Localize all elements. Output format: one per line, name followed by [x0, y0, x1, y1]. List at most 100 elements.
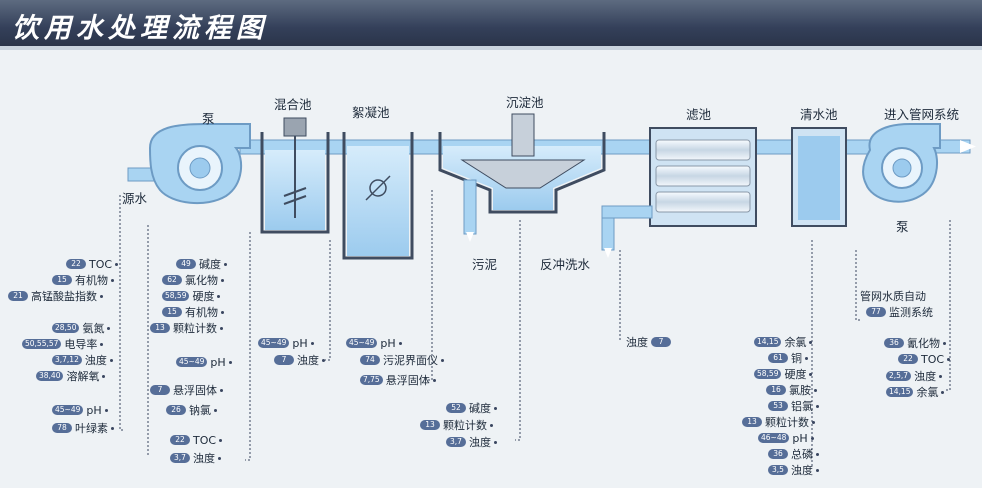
connector-dot [494, 440, 497, 444]
param-label: 铜 [791, 352, 802, 365]
connector-dot [214, 408, 217, 412]
param-badge: 22 [898, 354, 918, 364]
connector-dot [228, 360, 232, 364]
stage-label-sedimentation: 沉淀池 [506, 95, 544, 110]
connector-dot [100, 342, 104, 346]
connector-dot [102, 374, 106, 378]
param-label: 氯胺 [789, 384, 811, 397]
connector-dot [107, 326, 111, 330]
connector-dot [111, 278, 114, 282]
param-badge: 58,59 [754, 369, 782, 379]
connector-dot [220, 326, 223, 330]
connector-dot [809, 340, 813, 344]
connector-dot [939, 374, 943, 378]
param-label: 高锰酸盐指数 [31, 290, 97, 303]
stage-label-pump-out: 泵 [896, 219, 909, 234]
param-badge: 49 [176, 259, 196, 269]
param-label: 氰化物 [907, 337, 940, 350]
param-badge: 22 [170, 435, 190, 445]
param-badge: 45~49 [346, 338, 378, 348]
param-badge: 13 [150, 323, 170, 333]
param-label: pH [292, 336, 308, 350]
stage-label-backwash: 反冲洗水 [540, 257, 591, 272]
connector-dot [810, 436, 814, 440]
diagram-title: 饮用水处理流程图 [12, 13, 268, 44]
param-label: 浊度 [469, 436, 491, 449]
param-label: 浊度 [193, 452, 215, 465]
connector-dot [221, 278, 224, 282]
param-badge: 58,59 [162, 291, 190, 301]
param-badge: 13 [420, 420, 440, 430]
connector-dot [221, 310, 224, 314]
connector-dot [809, 372, 813, 376]
param-label: 颗粒计数 [765, 416, 809, 429]
param-badge: 62 [162, 275, 182, 285]
connector-dot [441, 358, 444, 362]
connector-dot [115, 262, 119, 266]
param-badge: 45~49 [258, 338, 290, 348]
connector-dot [322, 358, 325, 362]
stage-label-sludge: 污泥 [472, 257, 498, 272]
stage-label-mixing: 混合池 [274, 97, 312, 112]
stage-label-network-monitor-1: 管网水质自动 [860, 290, 926, 303]
param-badge: 45~49 [52, 405, 84, 415]
param-badge: 3,7,12 [52, 355, 82, 365]
stage-label-filter: 滤池 [686, 107, 712, 122]
title-bar: 饮用水处理流程图 [0, 0, 982, 46]
param-label: 浊度 [626, 336, 648, 349]
connector-dot [941, 390, 945, 394]
param-label: 余氯 [784, 336, 807, 349]
param-badge: 38,40 [36, 371, 64, 381]
param-badge: 36 [768, 449, 788, 459]
param-label: 硬度 [784, 368, 807, 381]
param-badge: 7 [150, 385, 170, 395]
param-label: 悬浮固体 [173, 384, 217, 397]
connector-dot [398, 341, 402, 345]
param-badge: 14,15 [754, 337, 782, 347]
param-label: 溶解氧 [66, 370, 100, 383]
param-label: 有机物 [185, 306, 218, 319]
connector-dot [109, 358, 113, 362]
param-badge: 45~49 [176, 357, 208, 367]
connector-dot [218, 456, 221, 460]
param-label: 浊度 [84, 354, 107, 367]
param-badge: 78 [52, 423, 72, 433]
connector-dot [219, 438, 223, 442]
param-badge: 50,55,57 [22, 339, 62, 349]
param-label: 余氯 [916, 386, 939, 399]
param-badge: 16 [766, 385, 786, 395]
param-badge: 2,5,7 [886, 371, 912, 381]
connector-dot [494, 406, 497, 410]
param-label: 叶绿素 [75, 422, 108, 435]
stage-label-flocculation: 絮凝池 [352, 105, 390, 120]
stage-label-source: 源水 [122, 191, 148, 206]
connector-dot [104, 408, 108, 412]
connector-dot [490, 423, 493, 427]
